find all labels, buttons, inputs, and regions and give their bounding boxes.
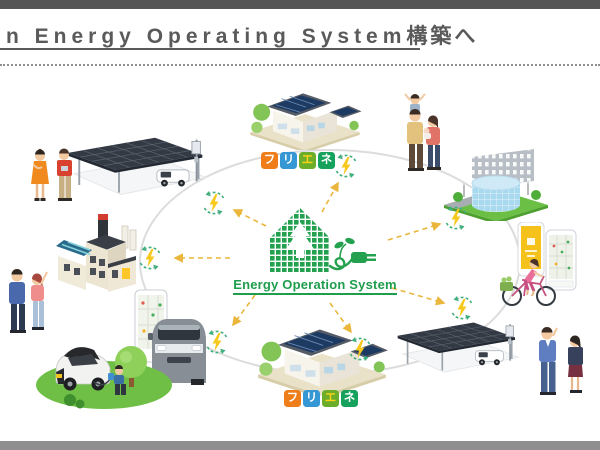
furiene-block: エ	[322, 390, 339, 407]
bicycle	[500, 275, 556, 306]
center-logo-label: Energy Operation System	[233, 277, 397, 295]
furiene-block: フ	[261, 152, 278, 169]
lit-window	[122, 268, 130, 279]
solar-factory	[56, 214, 137, 292]
energy-recycle-bolt-icon	[201, 190, 227, 216]
map-phone	[545, 229, 577, 291]
solar-carport-top-left	[66, 130, 208, 206]
man-red-shirt	[57, 148, 72, 201]
energy-flow-arrow	[387, 221, 442, 241]
couple-top-left	[31, 148, 72, 201]
tree	[453, 192, 463, 202]
cyclist-woman	[523, 258, 544, 297]
energy-flow-arrow	[329, 302, 352, 334]
lamp-post	[463, 183, 529, 197]
energy-recycle-bolt-icon	[347, 336, 373, 362]
furiene-logo-top: フ リ エ ネ	[261, 152, 335, 169]
app-phone	[517, 222, 545, 277]
smart-home-top	[247, 84, 363, 150]
energy-flow-arrow	[321, 181, 339, 213]
furiene-block: ネ	[318, 152, 335, 169]
bottom-bar	[0, 441, 600, 450]
businesswoman	[568, 335, 583, 393]
title-japanese: 構築へ	[406, 25, 479, 48]
title-english: n Energy Operating System	[6, 25, 407, 48]
bush	[64, 394, 76, 406]
energy-recycle-bolt-icon	[137, 245, 163, 271]
furiene-block: ネ	[341, 390, 358, 407]
furiene-block: フ	[284, 390, 301, 407]
man-blue-shirt	[9, 269, 26, 333]
plug-icon	[328, 252, 376, 271]
power-cord	[328, 257, 354, 271]
father	[407, 109, 424, 171]
tree	[115, 346, 147, 387]
sprout-icon	[334, 237, 355, 259]
furiene-logo-bottom: フ リ エ ネ	[284, 390, 358, 407]
energy-recycle-bolt-icon	[449, 295, 475, 321]
cyclist-with-app	[500, 222, 577, 306]
charging-person	[93, 365, 126, 395]
energy-flow-arrow	[232, 294, 256, 327]
top-bar	[0, 0, 600, 9]
office-building	[444, 149, 548, 221]
bush	[75, 399, 85, 409]
tree	[531, 190, 541, 200]
tablet	[61, 166, 68, 171]
energy-flow-arrow	[391, 287, 446, 306]
couple-left	[9, 269, 48, 333]
chimney	[129, 229, 137, 251]
delivery-van-with-map	[134, 289, 206, 385]
title-underline	[0, 48, 420, 50]
ev-car	[55, 347, 111, 391]
woman-pink-top	[31, 271, 48, 330]
energy-recycle-bolt-icon	[204, 329, 230, 355]
furiene-block: リ	[280, 152, 297, 169]
solar-carport-bottom-right	[396, 314, 520, 384]
family-group	[404, 93, 441, 171]
woman-orange-dress	[31, 149, 49, 201]
flower-basket	[500, 282, 513, 291]
baby	[423, 128, 430, 134]
dotted-divider	[0, 64, 600, 66]
energy-recycle-bolt-icon	[443, 205, 469, 231]
energy-operation-system-logo	[270, 208, 376, 272]
van-front	[148, 319, 206, 385]
ev-charging-island	[36, 346, 172, 409]
mother-with-baby	[423, 115, 441, 170]
chimney	[98, 214, 108, 238]
business-people	[539, 327, 583, 395]
house-cutout	[286, 222, 314, 258]
energy-flow-arrows	[173, 181, 446, 334]
furiene-block: リ	[303, 390, 320, 407]
furiene-block: エ	[299, 152, 316, 169]
solar-panel	[56, 240, 92, 256]
page-title: n Energy Operating System構築へ	[6, 20, 478, 50]
businessman-blue-suit	[539, 327, 558, 395]
factory-windows	[64, 256, 118, 278]
energy-recycle-bolt-icon	[333, 153, 359, 179]
glass-tower	[471, 175, 521, 212]
energy-flow-arrow	[232, 209, 267, 227]
